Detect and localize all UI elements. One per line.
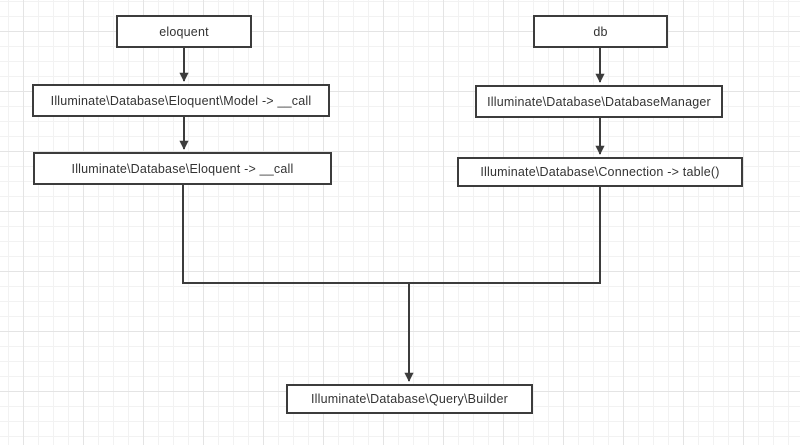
node-database-manager[interactable]: Illuminate\Database\DatabaseManager: [475, 85, 723, 118]
node-query-builder[interactable]: Illuminate\Database\Query\Builder: [286, 384, 533, 414]
node-connection-table-label: Illuminate\Database\Connection -> table(…: [480, 165, 720, 179]
node-eloquent[interactable]: eloquent: [116, 15, 252, 48]
edge-merge-rail: [182, 185, 601, 284]
node-eloquent-call-label: Illuminate\Database\Eloquent -> __call: [71, 161, 294, 176]
node-db-label: db: [593, 24, 608, 39]
node-eloquent-model-call-label: Illuminate\Database\Eloquent\Model -> __…: [50, 93, 312, 108]
node-query-builder-label: Illuminate\Database\Query\Builder: [311, 392, 508, 406]
node-connection-table[interactable]: Illuminate\Database\Connection -> table(…: [457, 157, 743, 187]
node-eloquent-model-call[interactable]: Illuminate\Database\Eloquent\Model -> __…: [32, 84, 330, 117]
node-db[interactable]: db: [533, 15, 668, 48]
node-database-manager-label: Illuminate\Database\DatabaseManager: [487, 94, 711, 109]
node-eloquent-call[interactable]: Illuminate\Database\Eloquent -> __call: [33, 152, 332, 185]
node-eloquent-label: eloquent: [159, 24, 209, 39]
